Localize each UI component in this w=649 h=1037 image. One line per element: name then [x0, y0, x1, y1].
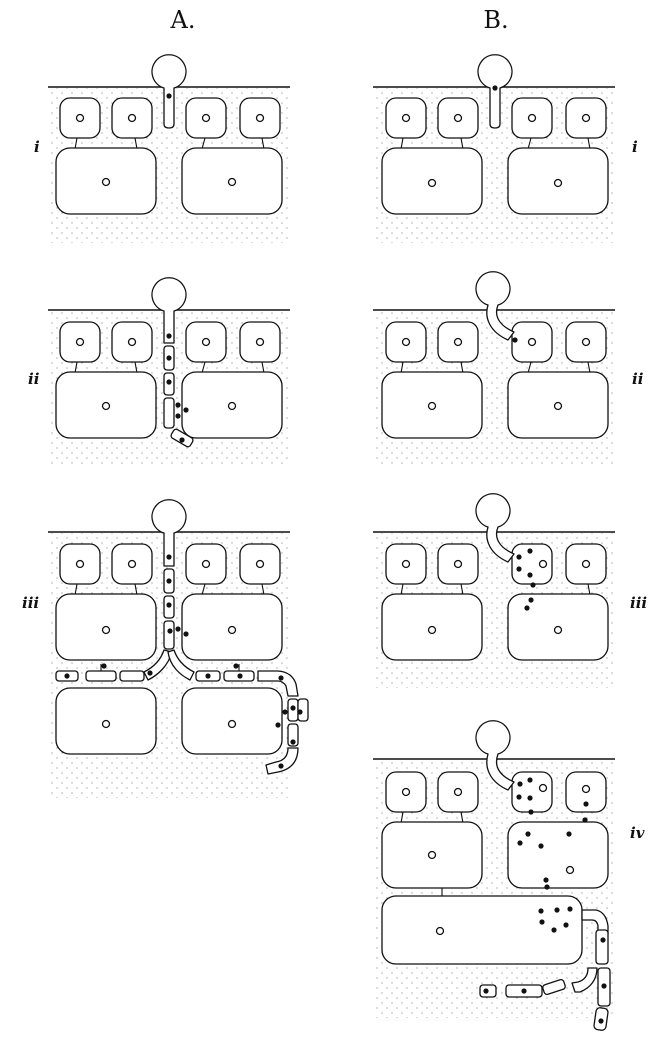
row-label-b-iv: iv — [630, 824, 645, 842]
panel-b-iv — [373, 721, 615, 1031]
row-label-b-i: i — [632, 138, 638, 156]
panel-a-iii — [48, 500, 308, 798]
row-label-a-i: i — [34, 138, 40, 156]
column-title-b: B. — [483, 6, 508, 34]
panel-b-i — [373, 55, 615, 243]
row-label-b-ii: ii — [632, 370, 644, 388]
panel-b-ii — [373, 272, 615, 466]
panel-a-ii — [48, 278, 290, 466]
panel-b-iii — [373, 494, 615, 688]
row-label-a-ii: ii — [28, 370, 40, 388]
row-label-b-iii: iii — [630, 594, 647, 612]
column-title-a: A. — [170, 6, 196, 34]
row-label-a-iii: iii — [22, 594, 39, 612]
panel-a-i — [48, 55, 290, 243]
